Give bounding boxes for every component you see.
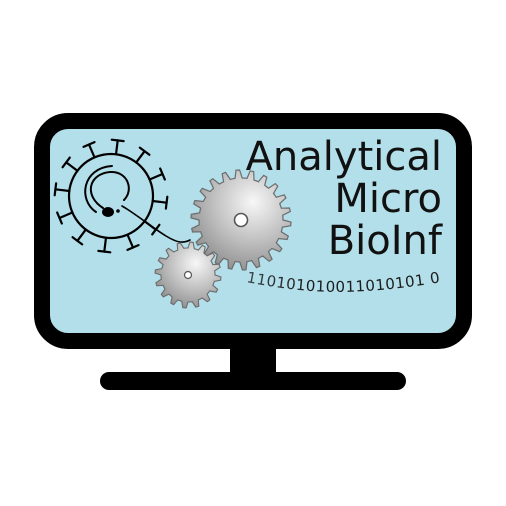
virus-spike-cap [97, 249, 112, 254]
virus-spike-cap [82, 141, 96, 148]
gear-large [190, 169, 292, 271]
virus-spike [148, 172, 164, 181]
virus-spike [65, 161, 79, 172]
virus-spike-cap [61, 156, 71, 169]
virus-spike [58, 211, 74, 220]
virus-spike-cap [110, 138, 125, 143]
virus-spike-cap [126, 244, 140, 251]
virus-spike-cap [71, 236, 84, 246]
virus-spike-cap [138, 146, 151, 156]
virus-icon [53, 138, 191, 254]
virus-spike [76, 228, 87, 242]
virus-spike-cap [53, 182, 58, 197]
virus-spike [87, 143, 96, 159]
virus-spike [126, 233, 135, 249]
virus-spike [135, 150, 146, 164]
virus-spike-cap [159, 167, 166, 181]
gear-small [154, 241, 222, 309]
virus-spike-cap [164, 195, 169, 210]
title-line-1: Analytical [246, 134, 442, 180]
title-line-3: BioInf [328, 218, 443, 264]
virus-spike [54, 188, 71, 193]
virus-spike [103, 236, 108, 253]
monitor-stand [100, 372, 406, 390]
monitor-neck [230, 348, 276, 376]
title-line-2: Micro [334, 176, 442, 222]
virus-spike-cap [56, 211, 63, 225]
virus-spike [151, 199, 168, 204]
virus-spike [114, 139, 119, 156]
